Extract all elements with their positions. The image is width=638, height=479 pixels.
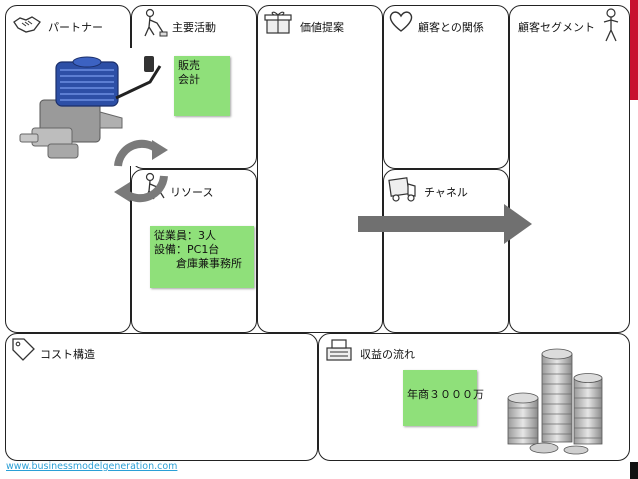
resource-staff: 従業員：3人 [154,229,216,242]
revenue-streams-label: 収益の流れ [360,348,415,361]
channels-label: チャネル [424,186,468,199]
key-activities-label: 主要活動 [172,21,216,34]
key-resources-label: リソース [170,186,214,199]
revenue-sticky: 年商３０００万 [403,370,484,426]
activity-sales: 販売 [178,59,200,72]
handshake-icon [13,16,41,33]
resource-equipment-pc: 設備：PC1台 [154,243,220,256]
partners-label: パートナー [48,21,103,34]
edge-accent-bar [630,0,638,100]
heart-icon [389,11,413,32]
cost-structure-label: コスト構造 [40,348,95,361]
customer-relationships-label: 顧客との関係 [418,21,484,34]
cycle-arrows-icon [114,139,168,203]
resource-warehouse: 倉庫兼事務所 [154,257,242,270]
activity-accounting: 会計 [178,73,200,86]
engine-photo [18,48,168,166]
cash-register-icon [326,339,352,361]
channels-block [383,169,509,333]
revenue-annual-sales: 年商３０００万 [407,388,484,401]
cost-structure-block [5,333,318,461]
truck-icon [388,177,416,202]
edge-dark-bar [630,462,638,479]
activities-sticky: 販売 会計 [174,56,230,116]
gift-icon [264,11,292,34]
price-tag-icon [12,338,35,361]
worker-icon [144,8,168,37]
coin-stacks-icon [507,348,603,455]
customer-segments-label: 顧客セグメント [518,21,595,34]
person-icon [603,8,619,42]
value-proposition-block [257,5,383,333]
resources-sticky: 従業員：3人 設備：PC1台 倉庫兼事務所 [150,226,254,288]
source-link[interactable]: www.businessmodelgeneration.com [6,461,178,472]
value-proposition-label: 価値提案 [300,21,344,34]
arrow-right-icon [358,204,532,244]
customer-relationships-block [383,5,509,169]
customer-segments-block [509,5,630,333]
